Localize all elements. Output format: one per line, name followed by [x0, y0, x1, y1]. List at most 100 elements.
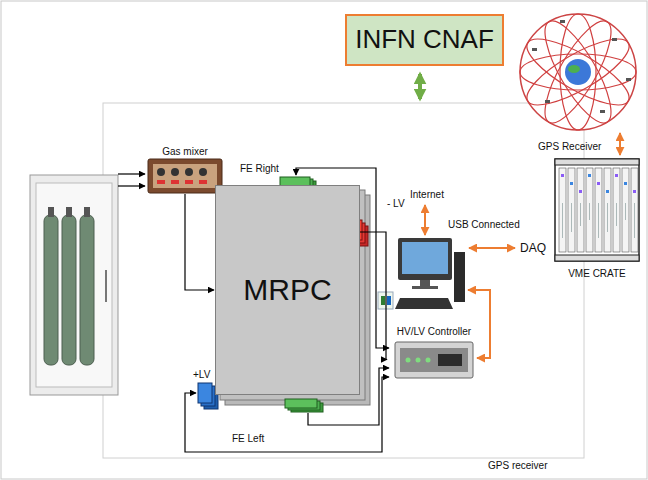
- controller-display: [438, 354, 462, 366]
- mixer-dial: [185, 168, 193, 176]
- detector-box: MRPC: [215, 185, 360, 395]
- module-led: [570, 182, 573, 185]
- crate-rail: [555, 255, 639, 261]
- satellite: [560, 20, 565, 23]
- cylinder-valve: [66, 207, 72, 217]
- satellite: [600, 110, 605, 113]
- gas-cylinder: [80, 215, 94, 365]
- part-label: GPS Receiver: [538, 141, 601, 153]
- computer-icon: [378, 238, 465, 309]
- internet-arrow: [424, 205, 426, 235]
- tower: [454, 252, 465, 302]
- screen: [402, 242, 448, 274]
- crate-module: [595, 168, 602, 252]
- monitor: [398, 238, 452, 280]
- crate-unit: VME CRATE: [553, 158, 641, 280]
- satellite: [545, 100, 550, 103]
- status-led: [426, 358, 431, 363]
- mixer-display: [185, 180, 193, 184]
- status-led: [416, 358, 421, 363]
- satellite: [532, 48, 537, 51]
- gps-constellation: [519, 13, 637, 131]
- unit-picture: [554, 158, 640, 262]
- part-label: +LV: [193, 369, 210, 381]
- satellite: [626, 78, 631, 81]
- crate-rail: [555, 159, 639, 165]
- controller-unit: HV/LV Controller: [388, 326, 480, 380]
- mixer-case: [148, 159, 222, 193]
- module-led: [615, 174, 618, 177]
- orbit: [519, 27, 637, 116]
- part-label: Internet: [410, 189, 444, 201]
- unit-label: Gas mixer: [162, 146, 208, 158]
- crate-module: [577, 168, 584, 252]
- unit-picture: [394, 338, 474, 380]
- mixer-panel: [153, 164, 217, 188]
- pipe-connector: [185, 194, 214, 290]
- network-arrow: [418, 74, 422, 99]
- unit-label: HV/LV Controller: [397, 326, 471, 338]
- crate-module: [631, 168, 638, 252]
- gas-line: [118, 185, 145, 186]
- module-led: [633, 190, 636, 193]
- crate-frame: [555, 159, 639, 261]
- module-wire: [580, 203, 581, 226]
- module-wire: [571, 203, 572, 232]
- gas-line: [118, 173, 145, 174]
- part-label: USB Connected: [448, 219, 520, 231]
- module-led: [588, 174, 591, 177]
- mixer-display: [157, 180, 165, 184]
- crate-module: [559, 168, 566, 252]
- crate-module: [568, 168, 575, 252]
- stand: [420, 280, 430, 286]
- controller-case: [395, 342, 473, 378]
- module-led: [597, 182, 600, 185]
- mixer-dial: [157, 168, 165, 176]
- box-title: MRPC: [243, 272, 331, 308]
- controller-front: [400, 348, 468, 372]
- usb-arrow: [469, 247, 515, 249]
- continent: [568, 65, 580, 73]
- cabinet-door: [36, 183, 112, 387]
- cylinder-valve: [48, 207, 54, 217]
- gas-cabinet: [30, 175, 118, 395]
- front-end-board: [285, 399, 317, 408]
- module-led: [624, 182, 627, 185]
- lv-module: [198, 383, 212, 403]
- mixer-display: [171, 180, 179, 184]
- module-led: [579, 190, 582, 193]
- module-led: [561, 174, 564, 177]
- orbit: [520, 54, 636, 90]
- module-wire: [634, 203, 635, 238]
- label-holder: VME CRATE: [568, 268, 626, 280]
- module-wire: [616, 203, 617, 226]
- software-logo-mark: [381, 296, 385, 305]
- mixer-display: [199, 180, 207, 184]
- unit-picture: [147, 158, 223, 194]
- crate-module: [586, 168, 593, 252]
- software-logo-mark: [387, 296, 391, 305]
- module-wire: [625, 203, 626, 220]
- part-label: GPS receiver: [488, 460, 547, 472]
- orbit-sphere: [520, 14, 636, 130]
- module-wire: [598, 203, 599, 238]
- module-led: [606, 190, 609, 193]
- lab-frame: [103, 103, 584, 458]
- crate-module: [622, 168, 629, 252]
- unit-label: VME CRATE: [568, 268, 626, 280]
- pipe-connector: [360, 232, 387, 359]
- part-label: FE Left: [232, 433, 264, 445]
- crate-module: [613, 168, 620, 252]
- cylinder-valve: [84, 207, 90, 217]
- part-label: DAQ: [520, 241, 546, 255]
- gas-cylinder: [62, 215, 76, 365]
- server-box: INFN CNAF: [345, 14, 504, 66]
- part-label: FE Right: [240, 163, 279, 175]
- keyboard: [395, 298, 453, 309]
- module-wire: [562, 203, 563, 238]
- module-wire: [589, 203, 590, 220]
- gps-arrow: [619, 133, 621, 155]
